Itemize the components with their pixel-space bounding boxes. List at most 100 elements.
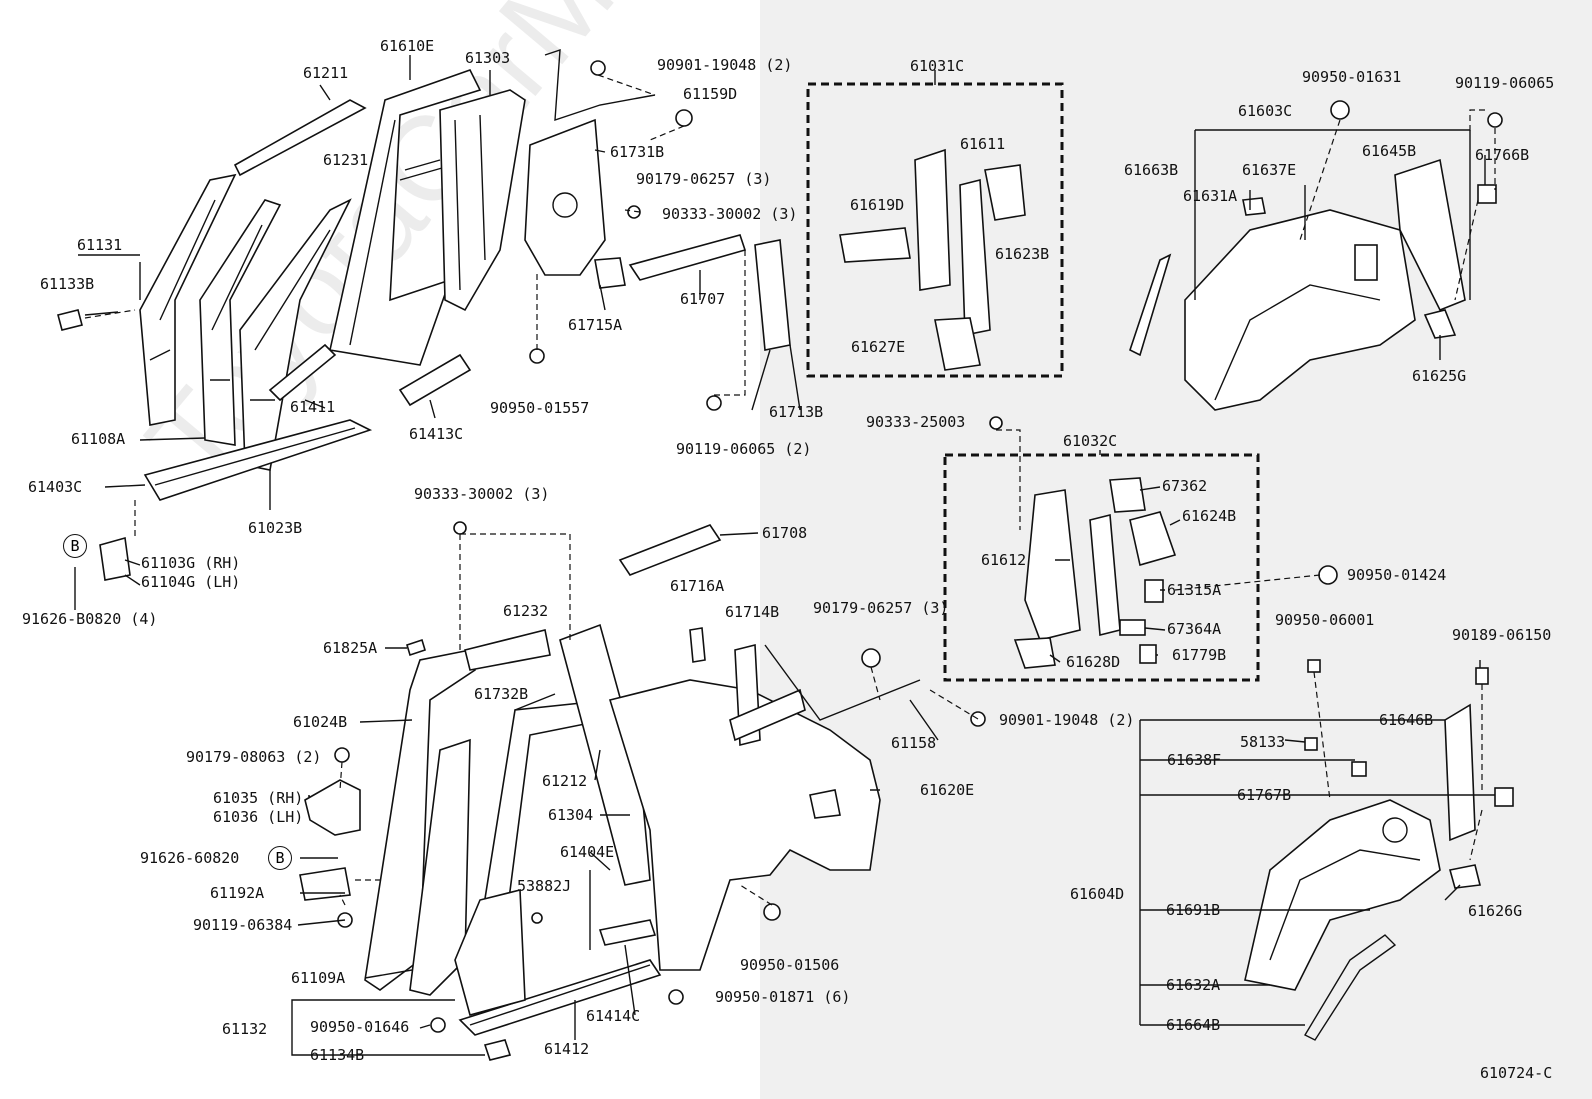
label-61231: 61231 (323, 151, 369, 169)
label-61627E: 61627E (851, 338, 906, 356)
plug-90950-01646 (430, 1017, 446, 1033)
part-61619D (839, 227, 911, 263)
label-61664B: 61664B (1166, 1016, 1221, 1034)
label-61036-lh: 61036 (LH) (213, 808, 304, 826)
label-61631A: 61631A (1183, 187, 1238, 205)
label-61663B: 61663B (1124, 161, 1179, 179)
nut-90179-lower (861, 648, 881, 668)
label-90119-06384: 90119-06384 (193, 916, 293, 934)
label-90901-19048-upper: 90901-19048 (2) (657, 56, 793, 74)
plug-90950-01506 (763, 903, 781, 921)
label-90950-01557: 90950-01557 (490, 399, 590, 417)
label-61632A: 61632A (1166, 976, 1221, 994)
bolt-90119-06065-right (1487, 112, 1503, 128)
plug-61133B (57, 309, 83, 331)
plug-90950-06001 (1307, 659, 1321, 673)
label-61108A: 61108A (71, 430, 126, 448)
label-61779B: 61779B (1172, 646, 1227, 664)
label-61610E: 61610E (380, 37, 435, 55)
part-61627E (934, 317, 981, 371)
front-pillar-inner-part (199, 199, 282, 446)
part-61024B (364, 649, 476, 991)
part-61628D (1013, 637, 1056, 669)
plug-90950-01424 (1318, 565, 1338, 585)
label-61232: 61232 (503, 602, 549, 620)
label-91626-B0820: 91626-B0820 (4) (22, 610, 158, 628)
label-61825A: 61825A (323, 639, 378, 657)
label-61132: 61132 (222, 1020, 268, 1038)
label-61619D: 61619D (850, 196, 905, 214)
part-61624B (1129, 511, 1177, 567)
label-90950-01871: 90950-01871 (6) (715, 988, 851, 1006)
label-61031C: 61031C (910, 57, 965, 75)
reference-b-circle-lower: B (268, 846, 292, 870)
part-61637E (1242, 197, 1266, 216)
label-61638F: 61638F (1167, 751, 1222, 769)
part-61035 (304, 779, 361, 836)
rocker-61412 (458, 959, 662, 1036)
windshield-rail-part (233, 99, 367, 177)
wheel-house-outer-part (1184, 209, 1416, 411)
label-90119-06065-2: 90119-06065 (2) (676, 440, 812, 458)
label-61032C: 61032C (1063, 432, 1118, 450)
label-90119-06065: 90119-06065 (1455, 74, 1555, 92)
part-61134B (483, 1039, 512, 1061)
part-61766B (1477, 184, 1497, 204)
part-67362 (1109, 477, 1146, 513)
label-61414C: 61414C (586, 1007, 641, 1025)
label-61133B: 61133B (40, 275, 95, 293)
seal-90333-25003 (989, 416, 1003, 430)
label-61403C: 61403C (28, 478, 83, 496)
label-90333-25003: 90333-25003 (866, 413, 966, 431)
part-61315A (1144, 579, 1164, 603)
label-61411: 61411 (290, 398, 336, 416)
label-90901-19048-lower: 90901-19048 (2) (999, 711, 1135, 729)
reference-b-circle-upper: B (63, 534, 87, 558)
label-61628D: 61628D (1066, 653, 1121, 671)
label-61612: 61612 (981, 551, 1027, 569)
label-61404E: 61404E (560, 843, 615, 861)
bracket-61715A (594, 257, 626, 289)
rocker-panel-part (143, 419, 373, 501)
label-61304: 61304 (548, 806, 594, 824)
label-61303: 61303 (465, 49, 511, 67)
quarter-inner-part (439, 89, 526, 312)
part-61612 (1024, 489, 1121, 641)
part-61414C (598, 919, 657, 946)
part-61626G (1448, 864, 1481, 889)
label-90189-06150: 90189-06150 (1452, 626, 1552, 644)
label-90179-06257-lower: 90179-06257 (3) (813, 599, 949, 617)
label-61625G: 61625G (1412, 367, 1467, 385)
label-90179-06257-upper: 90179-06257 (3) (636, 170, 772, 188)
label-61212: 61212 (542, 772, 588, 790)
label-61159D: 61159D (683, 85, 738, 103)
label-61024B: 61024B (293, 713, 348, 731)
label-61603C: 61603C (1238, 102, 1293, 120)
part-53882J-shape (531, 912, 543, 924)
label-61109A: 61109A (291, 969, 346, 987)
rocker-inner-part (268, 343, 337, 402)
label-61732B: 61732B (474, 685, 529, 703)
part-61132 (454, 888, 526, 1016)
clip-90189-06150 (1475, 667, 1489, 685)
label-61691B: 61691B (1166, 901, 1221, 919)
rail-61707 (628, 234, 747, 281)
label-61731B: 61731B (610, 143, 665, 161)
group-box-61032C (943, 453, 1260, 682)
part-61663B (1129, 253, 1172, 357)
shaded-background (760, 0, 1592, 1099)
label-61158: 61158 (891, 734, 937, 752)
part-61109A (409, 738, 471, 996)
label-61611: 61611 (960, 135, 1006, 153)
part-61638F (1351, 761, 1367, 777)
label-90950-01646: 90950-01646 (310, 1018, 410, 1036)
label-67364A: 67364A (1167, 620, 1222, 638)
label-61620E: 61620E (920, 781, 975, 799)
diagram-code: 610724-C (1480, 1064, 1553, 1082)
wheel-house-61604D (1244, 799, 1441, 991)
label-58133: 58133 (1240, 733, 1286, 751)
part-61611 (914, 148, 991, 336)
seal-61158 (764, 644, 921, 721)
label-53882J: 53882J (517, 877, 572, 895)
